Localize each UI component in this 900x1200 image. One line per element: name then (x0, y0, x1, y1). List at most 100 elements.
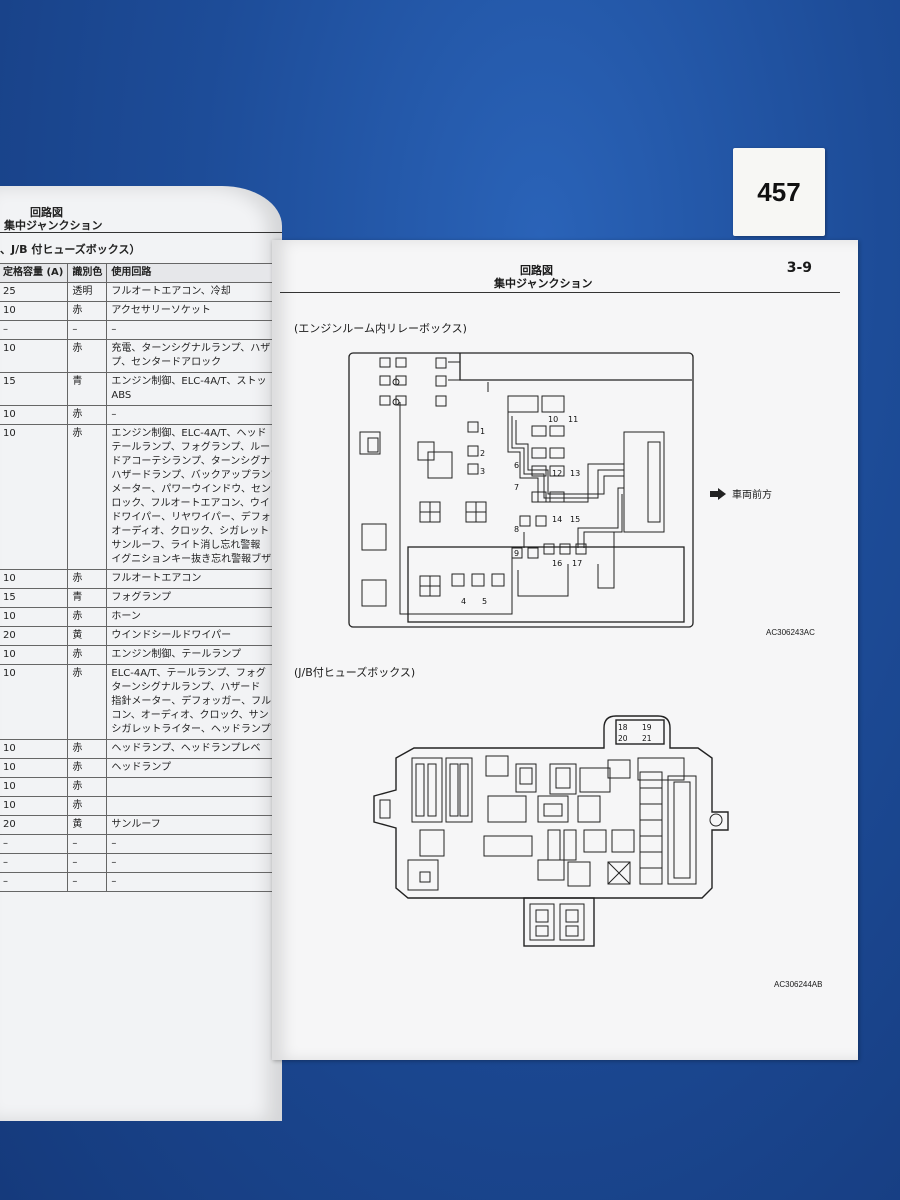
jb-fuse-box-caption: (J/B付ヒューズボックス) (294, 666, 416, 679)
capacity-cell: 10 (0, 301, 69, 321)
capacity-cell: – (0, 834, 69, 854)
left-heading-rule (0, 232, 282, 233)
vehicle-front-label: 車両前方 (732, 490, 772, 501)
color-cell: – (67, 320, 108, 340)
color-cell: 赤 (67, 424, 108, 570)
relay-number-10: 10 (548, 415, 558, 424)
color-cell: 赤 (67, 301, 108, 321)
circuit-cell: フォグランプ (106, 588, 282, 608)
jb-number-21: 21 (642, 734, 652, 743)
capacity-cell: 10 (0, 739, 69, 759)
relay-number-5: 5 (482, 597, 487, 606)
circuit-cell (106, 777, 282, 797)
jb-fuse-box-diagram: 18 19 20 21 (373, 715, 729, 947)
circuit-cell: ヘッドランプ、ヘッドランプレベ (106, 739, 282, 759)
relay-number-3: 3 (480, 467, 485, 476)
jb-number-18: 18 (618, 723, 628, 732)
capacity-cell: 10 (0, 796, 69, 816)
relay-number-11: 11 (568, 415, 578, 424)
relay-number-13: 13 (570, 469, 580, 478)
capacity-cell: 10 (0, 664, 69, 740)
right-page: 回路図 集中ジャンクション 3-9 (エンジンルーム内リレーボックス) (272, 240, 858, 1060)
color-cell: 青 (67, 372, 108, 406)
jb-diagram-code: AC306244AB (774, 980, 823, 989)
page-tag: 457 (733, 148, 825, 236)
circuit-cell: ホーン (106, 607, 282, 627)
relay-number-16: 16 (552, 559, 562, 568)
capacity-cell: 25 (0, 282, 69, 302)
capacity-cell: 10 (0, 424, 69, 570)
left-page: 回路図 集中ジャンクション 、J/B 付ヒューズボックス） 定格容量 (A) 識… (0, 186, 282, 1121)
circuit-cell: – (106, 853, 282, 873)
page-number: 3-9 (786, 260, 812, 276)
color-cell: 赤 (67, 569, 108, 589)
color-cell: 透明 (67, 282, 108, 302)
color-cell: 赤 (67, 405, 108, 425)
relay-number-8: 8 (514, 525, 519, 534)
color-cell: 黄 (67, 815, 108, 835)
color-cell: 赤 (67, 796, 108, 816)
right-heading-title: 回路図 (520, 264, 553, 277)
capacity-cell: – (0, 853, 69, 873)
capacity-cell: 15 (0, 372, 69, 406)
jb-number-20: 20 (618, 734, 628, 743)
table-row: ––– (0, 853, 282, 873)
vehicle-front-indicator: 車両前方 (710, 486, 772, 501)
circuit-cell: ELC-4A/T、テールランプ、フォグターンシグナルランプ、ハザード指針メーター… (106, 664, 282, 740)
circuit-cell: 充電、ターンシグナルランプ、ハザプ、センタードアロック (106, 339, 282, 373)
color-cell: 赤 (67, 777, 108, 797)
capacity-cell: 15 (0, 588, 69, 608)
capacity-cell: – (0, 872, 69, 892)
table-row: ––– (0, 872, 282, 892)
table-row: ––– (0, 320, 282, 340)
right-arrow-icon (710, 487, 726, 500)
circuit-cell: エンジン制御、テールランプ (106, 645, 282, 665)
left-heading-subtitle: 集中ジャンクション (4, 219, 103, 232)
circuit-cell: サンルーフ (106, 815, 282, 835)
color-cell: – (67, 872, 108, 892)
capacity-cell: 10 (0, 339, 69, 373)
color-cell: 赤 (67, 645, 108, 665)
circuit-cell: エンジン制御、ELC-4A/T、ヘッドテールランプ、フォグランプ、ルードアコーテ… (106, 424, 282, 570)
relay-number-4: 4 (461, 597, 466, 606)
capacity-cell: – (0, 320, 69, 340)
circuit-cell: – (106, 872, 282, 892)
capacity-cell: 10 (0, 777, 69, 797)
color-cell: 赤 (67, 607, 108, 627)
color-cell: 青 (67, 588, 108, 608)
relay-number-15: 15 (570, 515, 580, 524)
color-cell: 赤 (67, 664, 108, 740)
capacity-cell: 10 (0, 607, 69, 627)
capacity-cell: 10 (0, 758, 69, 778)
capacity-cell: 20 (0, 626, 69, 646)
header-color: 識別色 (67, 263, 108, 283)
circuit-cell: – (106, 834, 282, 854)
relay-number-9: 9 (514, 549, 519, 558)
circuit-cell: – (106, 320, 282, 340)
color-cell: 赤 (67, 339, 108, 373)
left-heading-title: 回路図 (30, 206, 63, 219)
color-cell: 赤 (67, 758, 108, 778)
relay-number-6: 6 (514, 461, 519, 470)
jb-number-19: 19 (642, 723, 652, 732)
relay-diagram-code: AC306243AC (766, 628, 815, 637)
capacity-cell: 10 (0, 569, 69, 589)
circuit-cell: アクセサリーソケット (106, 301, 282, 321)
relay-box-caption: (エンジンルーム内リレーボックス) (294, 322, 467, 335)
right-heading-subtitle: 集中ジャンクション (494, 277, 593, 290)
table-row: ––– (0, 834, 282, 854)
relay-box-diagram: 1 2 3 4 5 6 7 8 9 10 11 12 13 14 15 16 1… (348, 352, 694, 628)
relay-number-14: 14 (552, 515, 562, 524)
